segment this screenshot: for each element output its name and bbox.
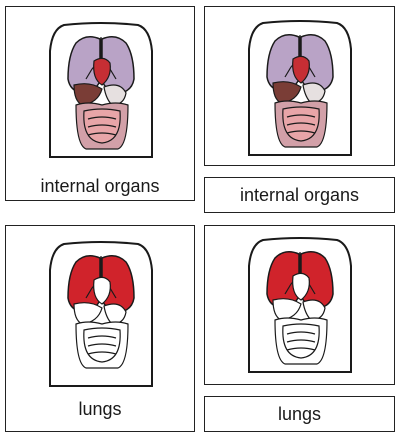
small-intestine [282, 106, 320, 142]
heart [93, 57, 111, 86]
small-intestine [83, 327, 121, 363]
label-card-internal-organs: internal organs [204, 177, 395, 213]
liver [73, 83, 103, 106]
small-intestine [83, 108, 121, 144]
lungs [67, 255, 135, 313]
control-card-lungs: lungs [5, 225, 195, 432]
card-label: internal organs [40, 176, 160, 196]
internal-organs-illustration [49, 22, 153, 158]
lungs [266, 251, 334, 309]
liver [272, 298, 302, 321]
heart [93, 276, 111, 305]
lungs-illustration [248, 237, 352, 373]
label-card-lungs: lungs [204, 396, 395, 432]
control-card-internal-organs: internal organs [5, 6, 195, 201]
stomach [103, 303, 127, 325]
small-intestine [282, 323, 320, 359]
liver [73, 302, 103, 325]
lungs [266, 34, 334, 92]
card-label: lungs [78, 399, 122, 419]
heart [292, 272, 310, 301]
stomach [302, 82, 326, 104]
internal-organs-illustration [248, 20, 352, 156]
stomach [103, 84, 127, 106]
picture-card-internal-organs [204, 6, 395, 166]
heart [292, 55, 310, 84]
lungs-illustration [49, 241, 153, 387]
liver [272, 81, 302, 104]
picture-card-lungs [204, 225, 395, 385]
stomach [302, 299, 326, 321]
